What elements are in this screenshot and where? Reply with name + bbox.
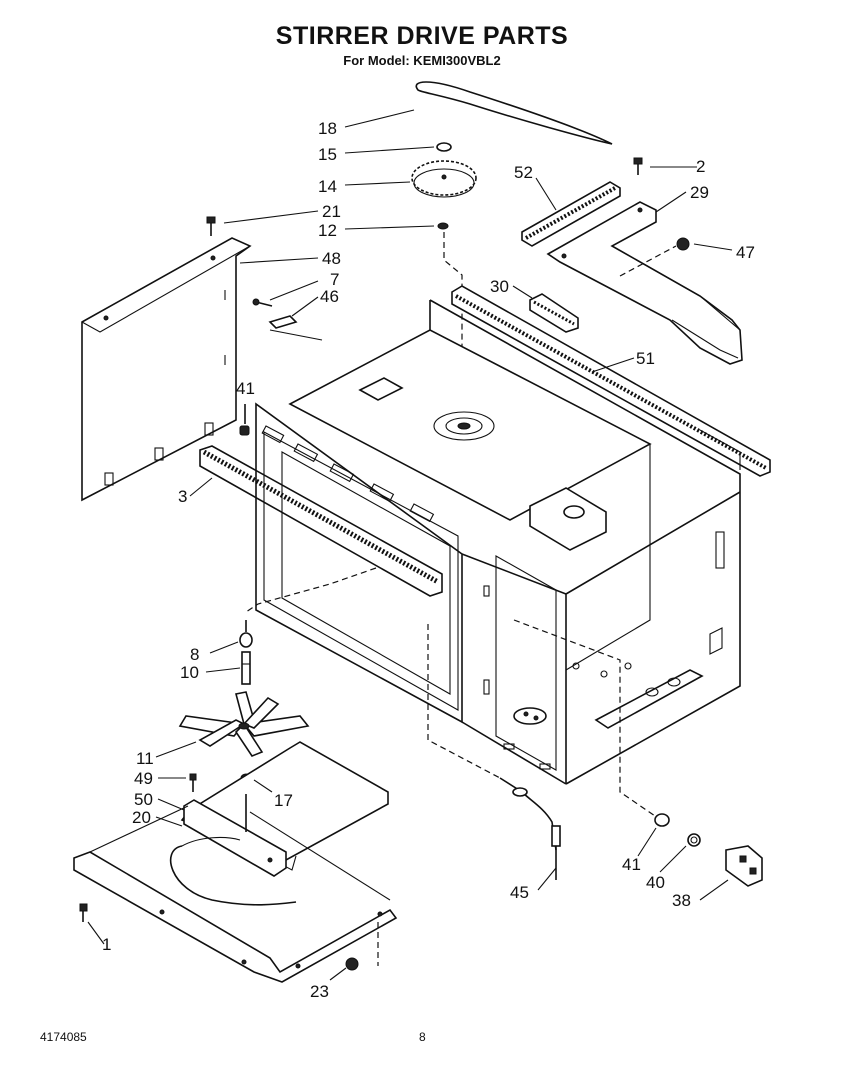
callout-41-right: 41 <box>622 855 641 874</box>
callout-15: 15 <box>318 145 337 164</box>
callout-30: 30 <box>490 277 509 296</box>
part-23-nut <box>345 922 379 971</box>
page-number: 8 <box>419 1030 426 1044</box>
callout-45: 45 <box>510 883 529 902</box>
callout-1: 1 <box>102 935 111 954</box>
part-38-connector <box>725 845 763 887</box>
callout-48: 48 <box>322 249 341 268</box>
callout-41-left: 41 <box>236 379 255 398</box>
callout-52: 52 <box>514 163 533 182</box>
part-49-screw <box>189 773 197 792</box>
callout-50: 50 <box>134 790 153 809</box>
part-1-base-plate <box>73 805 398 983</box>
oven-cavity <box>255 299 741 785</box>
part-30-vent <box>529 293 579 333</box>
callout-12: 12 <box>318 221 337 240</box>
callout-10: 10 <box>180 663 199 682</box>
part-47-nut <box>619 237 690 277</box>
callout-51: 51 <box>636 349 655 368</box>
part-14-pulley <box>411 160 477 198</box>
callout-23: 23 <box>310 982 329 1001</box>
part-15-clip <box>436 142 452 152</box>
part-52-grille <box>521 181 621 247</box>
callout-8: 8 <box>190 645 199 664</box>
callout-49: 49 <box>134 769 153 788</box>
part-48-side-panel <box>81 237 252 502</box>
part-40-washer <box>687 833 701 847</box>
part-10-shaft <box>241 651 251 685</box>
part-8-bushing <box>239 620 253 648</box>
part-21-screw <box>206 216 216 236</box>
callout-18: 18 <box>318 119 337 138</box>
part-45-sensor-probe <box>499 777 561 880</box>
callout-2: 2 <box>696 157 705 176</box>
stirrer-axis-line <box>443 232 463 425</box>
part-12-washer <box>437 222 449 230</box>
callout-17: 17 <box>274 791 293 810</box>
callout-11: 11 <box>136 749 154 768</box>
callout-21: 21 <box>322 202 341 221</box>
leader-lines <box>87 109 733 981</box>
callout-29: 29 <box>690 183 709 202</box>
fan-axis-line <box>245 567 377 613</box>
part-2-screw <box>633 157 643 175</box>
callout-14: 14 <box>318 177 337 196</box>
part-7-screw <box>252 298 273 307</box>
callout-20: 20 <box>132 808 151 827</box>
document-number: 4174085 <box>40 1030 87 1044</box>
part-41-nut-left <box>239 404 250 436</box>
page-title: STIRRER DRIVE PARTS <box>275 22 569 50</box>
part-3-vent-grille <box>199 445 443 597</box>
callout-7: 7 <box>330 270 339 289</box>
callout-40: 40 <box>646 873 665 892</box>
part-51-long-grille <box>451 285 771 477</box>
part-11-fan-blade <box>178 691 310 757</box>
model-subtitle: For Model: KEMI300VBL2 <box>343 53 501 68</box>
part-1-screw <box>79 903 88 922</box>
callout-38: 38 <box>672 891 691 910</box>
callout-3: 3 <box>178 487 187 506</box>
part-46-bracket <box>268 315 323 341</box>
part-18-belt <box>415 81 613 145</box>
part-20-bracket <box>183 794 287 877</box>
part-29-mount-bracket <box>546 201 743 365</box>
callout-46: 46 <box>320 287 339 306</box>
sensor-axis-line <box>427 624 501 779</box>
callout-47: 47 <box>736 243 755 262</box>
part-41-nut-right <box>654 813 670 827</box>
